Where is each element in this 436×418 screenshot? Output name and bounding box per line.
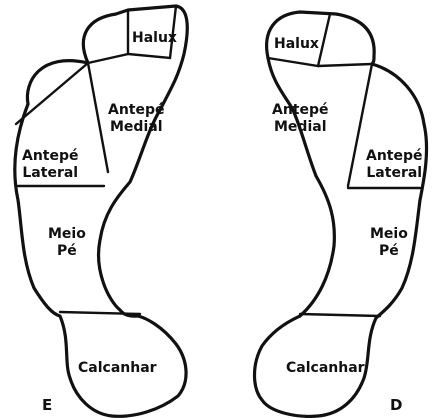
right-antepe-medial-line2: Medial <box>272 119 329 136</box>
right-antepe-medial-line1: Antepé <box>272 102 329 119</box>
left-side-letter: E <box>42 396 52 414</box>
left-antepe-medial-line2: Medial <box>108 119 165 136</box>
left-meio-pe-label: Meio Pé <box>48 226 86 260</box>
right-antepe-lateral-label: Antepé Lateral <box>366 148 423 182</box>
left-halux-label: Halux <box>132 30 177 47</box>
right-calcanhar-label: Calcanhar <box>286 360 365 377</box>
right-meio-pe-label: Meio Pé <box>370 226 408 260</box>
left-calcanhar-label: Calcanhar <box>78 360 157 377</box>
left-meio-pe-line2: Pé <box>48 243 86 260</box>
right-antepe-medial-label: Antepé Medial <box>272 102 329 136</box>
left-meio-pe-line1: Meio <box>48 226 86 243</box>
left-antepe-lateral-label: Antepé Lateral <box>22 148 79 182</box>
right-halux-label: Halux <box>274 36 319 53</box>
left-antepe-medial-label: Antepé Medial <box>108 102 165 136</box>
left-antepe-medial-line1: Antepé <box>108 102 165 119</box>
right-antepe-lateral-line1: Antepé <box>366 148 423 165</box>
right-meio-pe-line1: Meio <box>370 226 408 243</box>
right-side-letter: D <box>390 396 402 414</box>
left-antepe-lateral-line2: Lateral <box>22 165 79 182</box>
right-meio-pe-line2: Pé <box>370 243 408 260</box>
left-antepe-lateral-line1: Antepé <box>22 148 79 165</box>
right-antepe-lateral-line2: Lateral <box>366 165 423 182</box>
